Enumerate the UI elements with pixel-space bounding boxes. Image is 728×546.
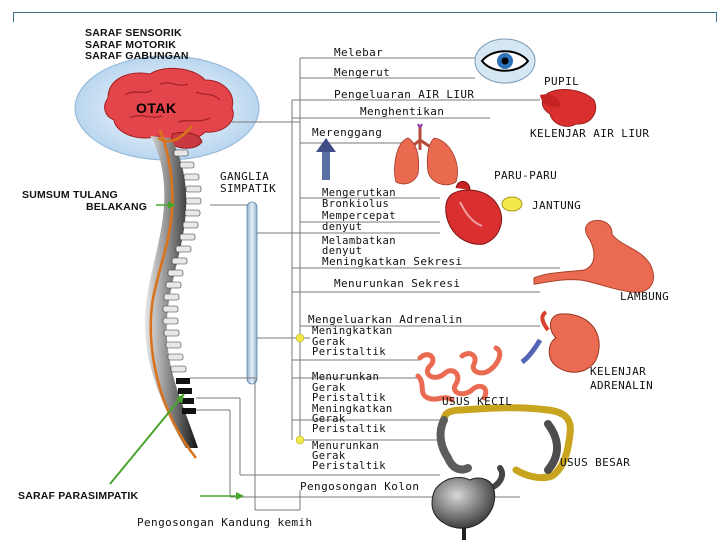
ganglia-label-1: GANGLIA: [220, 170, 270, 183]
heart-icon: [445, 181, 523, 245]
action-mengeluarkan-adrenalin: Mengeluarkan Adrenalin: [308, 313, 463, 326]
spinal-cord-nerve: [149, 125, 198, 459]
organ-usus-besar: USUS BESAR: [560, 456, 631, 469]
frame-corner-right: [716, 12, 717, 22]
sumsum-label-2: BELAKANG: [86, 201, 148, 213]
action-meningkatkan-peristaltik-1a: Meningkatkan: [312, 325, 393, 337]
organ-usus-kecil: USUS KECIL: [442, 395, 513, 408]
action-mempercepat-1: Mempercepat: [322, 210, 396, 222]
action-menurunkan-peristaltik-2a: Menurunkan: [312, 440, 380, 452]
action-mengerutkan-1: Mengerutkan: [322, 187, 396, 199]
action-meningkatkan-peristaltik-2c: Peristaltik: [312, 423, 386, 435]
saraf-parasimpatik-label: SARAF PARASIMPATIK: [18, 490, 139, 502]
connection-lines: [190, 57, 560, 511]
action-mempercepat-2: denyut: [322, 221, 363, 233]
sacral-stubs: [176, 378, 196, 414]
frame-corner-left: [13, 12, 14, 22]
action-mengerut: Mengerut: [334, 66, 391, 79]
action-pengosongan-kandung-kemih: Pengosongan Kandung kemih: [137, 516, 313, 529]
otak-label: OTAK: [136, 100, 177, 116]
junction-dots: [295, 333, 305, 445]
action-menurunkan-peristaltik-1b: Gerak: [312, 382, 346, 394]
action-meningkatkan-sekresi: Meningkatkan Sekresi: [322, 255, 463, 268]
header-saraf-motorik: SARAF MOTORIK: [85, 39, 177, 51]
action-mengerutkan-2: Bronkiolus: [322, 198, 390, 210]
small-intestine-icon: [415, 345, 503, 403]
blue-up-arrow: [316, 138, 336, 180]
top-frame-line: [13, 12, 717, 13]
ganglia-label-2: SIMPATIK: [220, 182, 277, 195]
action-menurunkan-peristaltik-2b: Gerak: [312, 450, 346, 462]
sumsum-label-1: SUMSUM TULANG: [22, 189, 118, 201]
action-menurunkan-sekresi: Menurunkan Sekresi: [334, 277, 461, 290]
action-menurunkan-peristaltik-1a: Menurunkan: [312, 371, 380, 383]
stomach-icon: [533, 220, 654, 293]
action-merenggang: Merenggang: [312, 126, 383, 139]
organ-paru-paru: PARU-PARU: [494, 169, 558, 182]
vertebrae: [162, 149, 202, 373]
action-meningkatkan-peristaltik-2a: Meningkatkan: [312, 403, 393, 415]
parasimpatik-arrow-line: [109, 393, 185, 485]
action-pengosongan-kolon: Pengosongan Kolon: [300, 480, 420, 493]
ganglia-chain: [246, 201, 258, 385]
lungs-icon: [394, 123, 458, 186]
brain: [104, 67, 234, 142]
header-saraf-gabungan: SARAF GABUNGAN: [85, 50, 189, 62]
action-melebar: Melebar: [334, 46, 384, 59]
action-menurunkan-peristaltik-1c: Peristaltik: [312, 392, 386, 404]
eye-icon: [474, 38, 536, 84]
action-pengeluaran-air-liur: Pengeluaran AIR LIUR: [334, 88, 475, 101]
action-menurunkan-peristaltik-2c: Peristaltik: [312, 460, 386, 472]
large-intestine-icon: [436, 404, 574, 491]
adrenal-kidney-icon: [520, 310, 600, 373]
action-menghentikan: Menghentikan: [360, 105, 445, 118]
organ-kelenjar-air-liur: KELENJAR AIR LIUR: [530, 127, 650, 140]
organ-kelenjar: KELENJAR: [590, 365, 647, 378]
action-melambatkan-1: Melambatkan: [322, 235, 396, 247]
organ-jantung: JANTUNG: [532, 199, 582, 212]
organ-pupil: PUPIL: [544, 75, 580, 88]
header-saraf-sensorik: SARAF SENSORIK: [85, 27, 182, 39]
organ-lambung: LAMBUNG: [620, 290, 670, 303]
action-meningkatkan-peristaltik-1b: Gerak: [312, 336, 346, 348]
action-meningkatkan-peristaltik-1c: Peristaltik: [312, 346, 386, 358]
bladder-icon: [431, 477, 496, 540]
action-meningkatkan-peristaltik-2b: Gerak: [312, 413, 346, 425]
organ-adrenalin: ADRENALIN: [590, 379, 654, 392]
action-melambatkan-2: denyut: [322, 245, 363, 257]
